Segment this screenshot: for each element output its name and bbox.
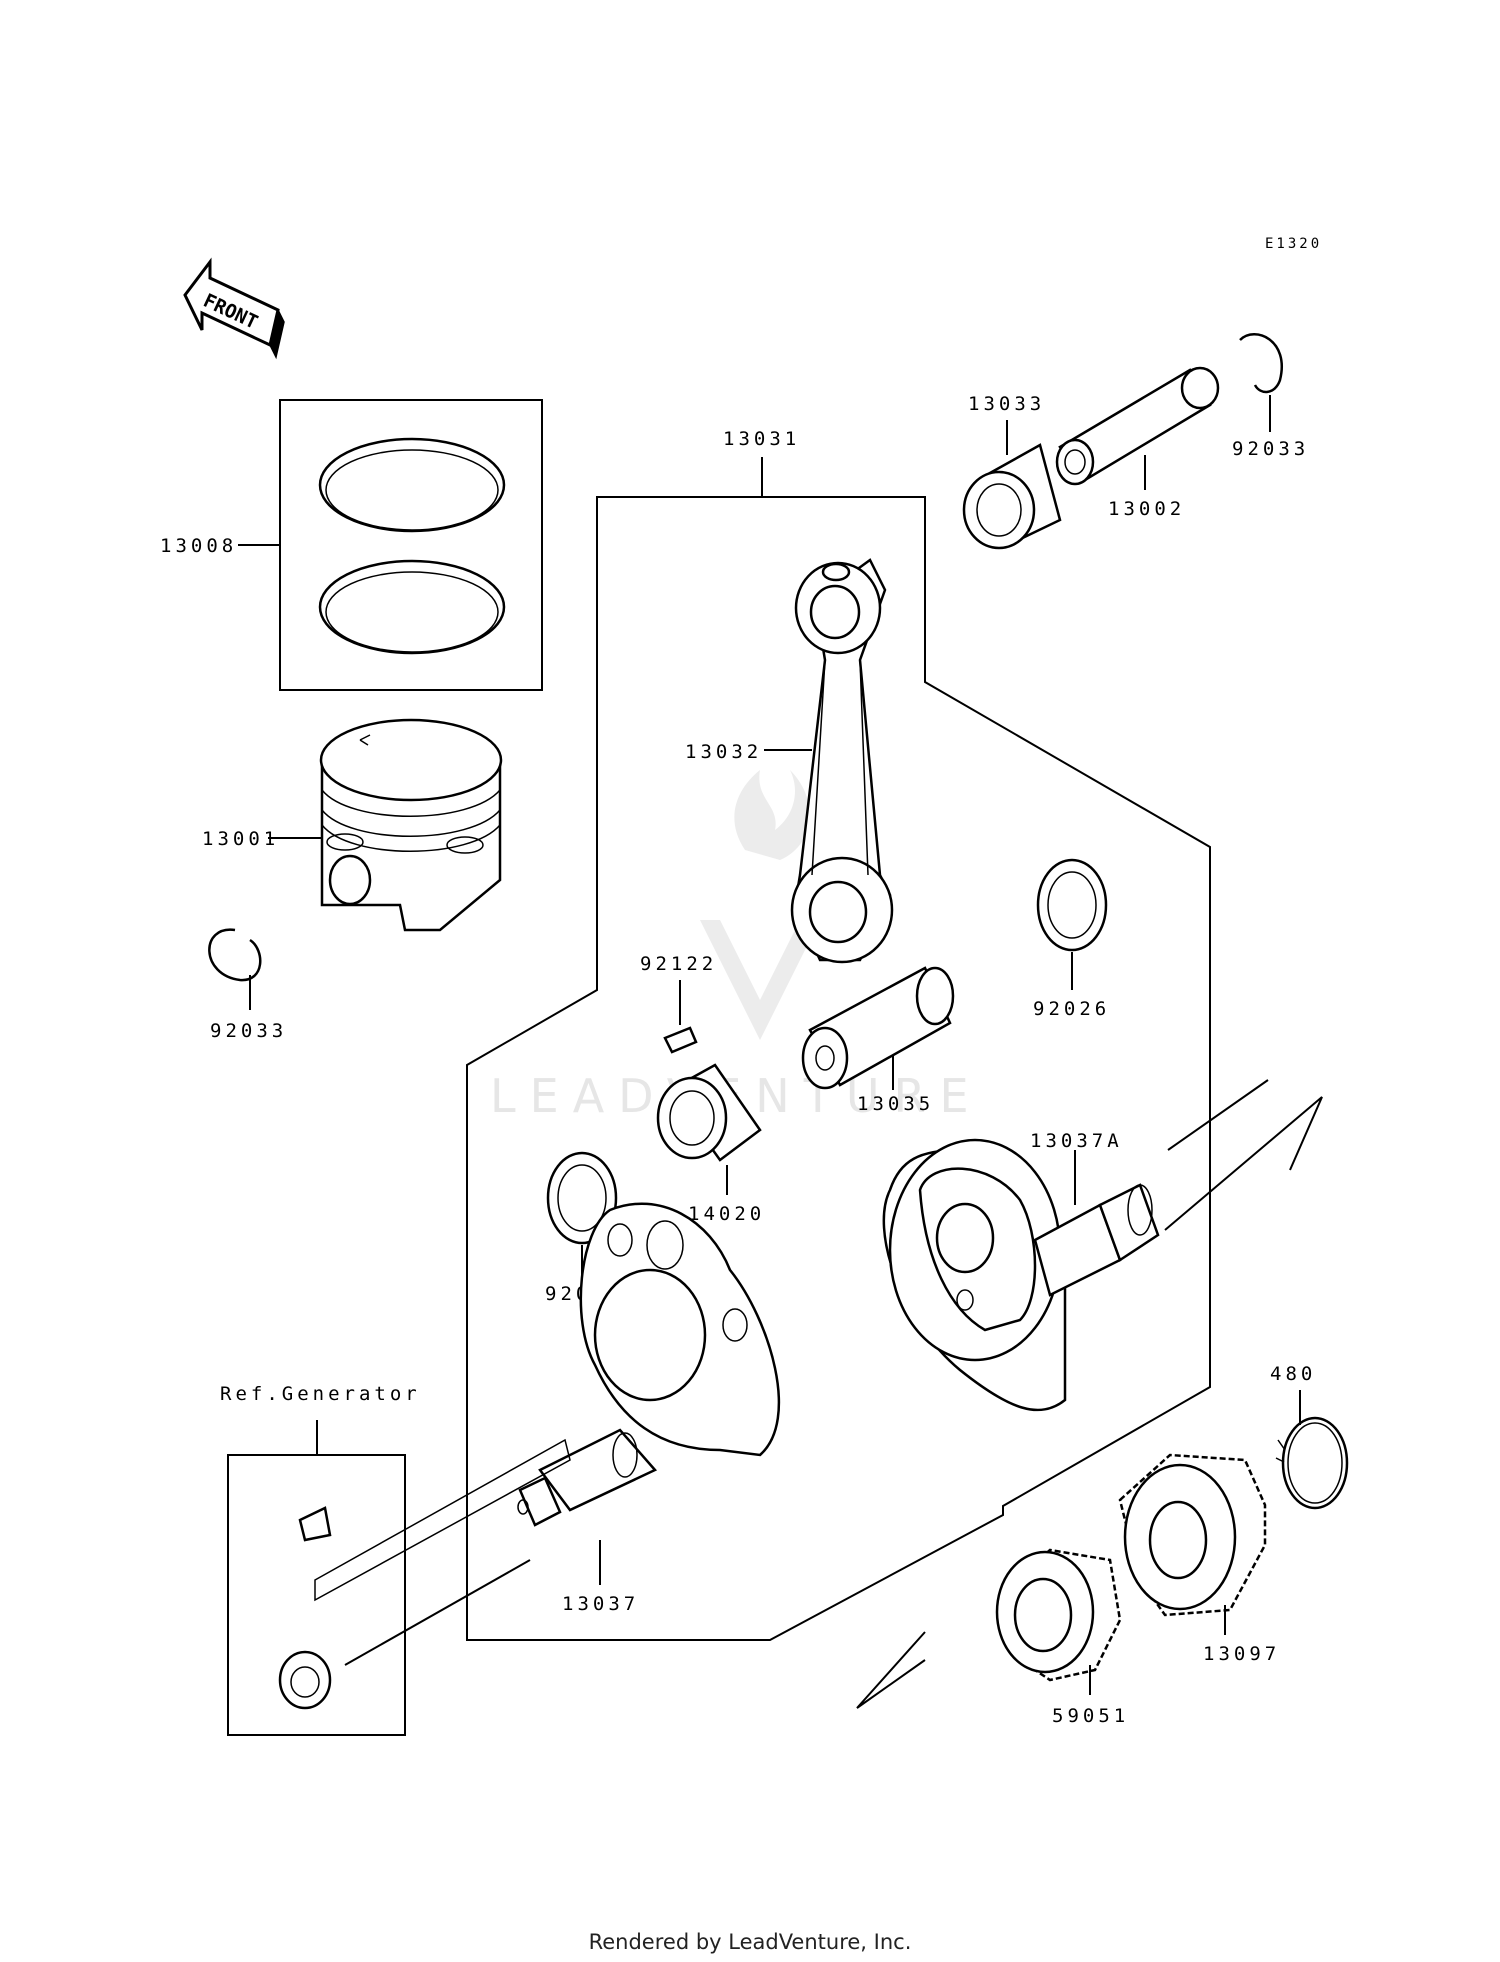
callout-13097: 13097 — [1203, 1643, 1280, 1665]
group-label: Ref.Generator — [220, 1383, 421, 1405]
connecting-rod: 13032 — [685, 558, 894, 964]
callout-13008: 13008 — [160, 535, 237, 557]
crank-half-right: 13037A — [882, 1079, 1323, 1412]
callout-92026-right: 92026 — [1033, 998, 1110, 1020]
callout-13037: 13037 — [562, 1593, 639, 1615]
watermark-flame-icon — [734, 770, 810, 860]
circlip: 480 — [1270, 1363, 1349, 1510]
piston-clip-left: 92033 — [208, 928, 287, 1042]
callout-59051: 59051 — [1052, 1705, 1129, 1727]
dowel-pin: 92122 — [640, 953, 717, 1054]
front-arrow-icon: FRONT — [183, 257, 285, 360]
piston: 13001 — [202, 718, 503, 932]
watermark-v-icon — [700, 920, 820, 1040]
diagram-code: E1320 — [1265, 236, 1322, 252]
callout-13032: 13032 — [685, 741, 762, 763]
crank-pin: 13035 — [801, 966, 955, 1115]
callout-13031: 13031 — [723, 428, 800, 450]
callout-13001: 13001 — [202, 828, 279, 850]
piston-pin: 13002 — [1055, 366, 1220, 520]
callout-13037A: 13037A — [1030, 1130, 1123, 1152]
callout-14020: 14020 — [688, 1203, 765, 1225]
small-end-bearing: 13033 — [962, 393, 1062, 550]
crankshaft-assembly-outline — [466, 496, 1211, 1641]
gear-59051: 59051 — [995, 1548, 1129, 1727]
callout-92033-right: 92033 — [1232, 438, 1309, 460]
callout-92122: 92122 — [640, 953, 717, 975]
woodruff-key-icon — [298, 1506, 332, 1542]
piston-clip-right: 92033 — [1232, 333, 1309, 460]
shaft-centerline — [856, 1631, 926, 1709]
footer-credit: Rendered by LeadVenture, Inc. — [588, 1930, 912, 1954]
callout-92033-left: 92033 — [210, 1020, 287, 1042]
piston-ring-set: 13008 — [160, 399, 543, 691]
gear-13097: 13097 — [1118, 1453, 1280, 1665]
crank-half-left: 13037 — [517, 1202, 781, 1615]
callout-13033: 13033 — [968, 393, 1045, 415]
flange-nut-icon — [278, 1650, 332, 1710]
big-end-bearing: 14020 — [656, 1063, 765, 1225]
callout-13002: 13002 — [1108, 498, 1185, 520]
callout-480: 480 — [1270, 1363, 1316, 1385]
ref-generator-group: Ref.Generator — [220, 1383, 571, 1736]
thrust-washer-right: 92026 — [1033, 858, 1110, 1020]
callout-13035: 13035 — [857, 1093, 934, 1115]
watermark: LEADVENTURE — [490, 770, 969, 1123]
